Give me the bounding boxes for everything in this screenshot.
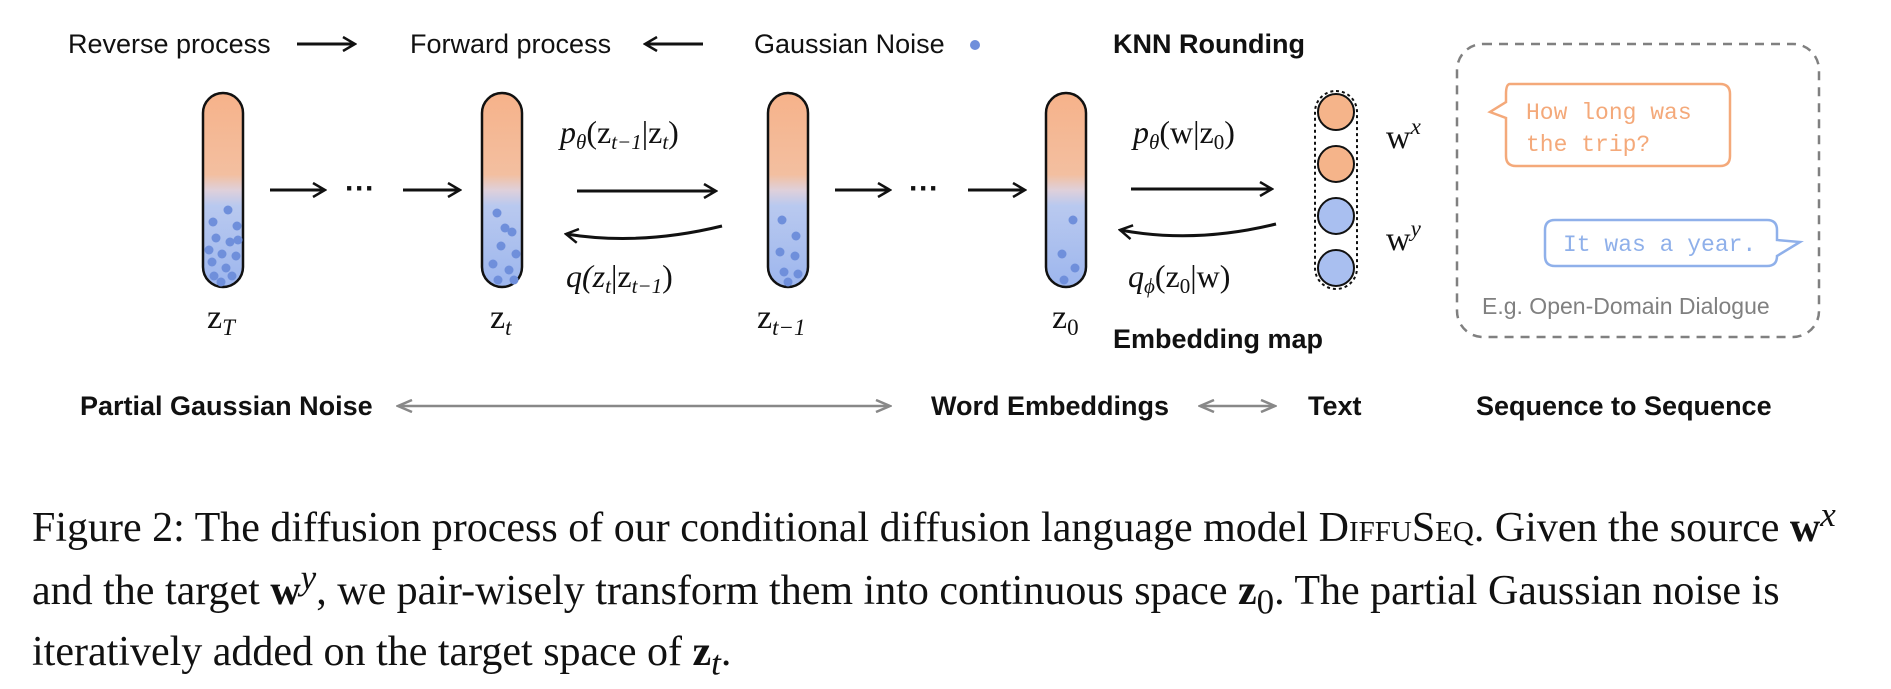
- answer-bubble: It was a year.: [1543, 218, 1804, 268]
- legend-reverse: Reverse process: [68, 29, 271, 59]
- tube-z0: [1044, 91, 1088, 289]
- label-zT: zT: [207, 299, 237, 340]
- figure-caption: Figure 2: The diffusion process of our c…: [32, 495, 1836, 683]
- label-zt: zt: [490, 299, 512, 340]
- eq-p-w: pθ(w|z0): [1131, 114, 1235, 154]
- q-arrow: [566, 224, 723, 239]
- q-phi-arrow: [1120, 222, 1277, 236]
- tube-zt-1: [766, 91, 810, 289]
- bottom-partial: Partial Gaussian Noise: [80, 391, 373, 421]
- ellipsis-1: ···: [345, 172, 375, 205]
- bottom-seq2seq: Sequence to Sequence: [1476, 391, 1772, 421]
- legend-forward: Forward process: [410, 29, 611, 59]
- eq-p-theta: pθ(zt−1|zt): [558, 114, 679, 154]
- ellipsis-2: ···: [909, 172, 939, 205]
- diffusion-diagram: Reverse process Forward process Gaussian…: [68, 29, 1821, 421]
- label-wx: wx: [1386, 114, 1422, 156]
- noise-dots: [204, 205, 1080, 287]
- embedding-map-label: Embedding map: [1113, 324, 1323, 354]
- legend-noise: Gaussian Noise: [754, 29, 945, 59]
- eq-q: q(zt|zt−1): [566, 258, 673, 298]
- dialogue-box: [1455, 42, 1821, 339]
- tube-zt: [480, 91, 524, 289]
- svg-text:It was a year.: It was a year.: [1563, 232, 1756, 258]
- question-bubble: How long was the trip?: [1487, 82, 1732, 168]
- eq-q-phi: qϕ(z0|w): [1128, 258, 1230, 298]
- dialogue-label: E.g. Open-Domain Dialogue: [1482, 293, 1770, 319]
- label-wy: wy: [1386, 216, 1422, 258]
- bottom-text: Text: [1308, 391, 1362, 421]
- legend-knn: KNN Rounding: [1113, 29, 1305, 59]
- label-z0: z0: [1052, 299, 1079, 340]
- bottom-word-emb: Word Embeddings: [931, 391, 1169, 421]
- svg-text:the trip?: the trip?: [1526, 132, 1650, 158]
- word-column: [1314, 90, 1358, 290]
- label-zt-1: zt−1: [757, 299, 806, 340]
- svg-text:How long was: How long was: [1526, 100, 1692, 126]
- legend-noise-dot: [970, 40, 980, 50]
